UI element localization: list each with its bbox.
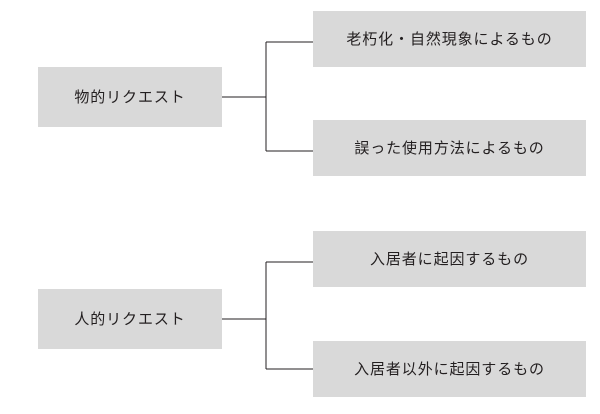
node-leaf-incorrect-usage: 誤った使用方法によるもの bbox=[313, 120, 586, 176]
node-leaf-aging-natural-phenomena: 老朽化・自然現象によるもの bbox=[313, 11, 586, 67]
node-leaf-caused-by-resident: 入居者に起因するもの bbox=[313, 231, 586, 287]
node-leaf-caused-by-non-resident: 入居者以外に起因するもの bbox=[313, 341, 586, 397]
node-root-material-request: 物的リクエスト bbox=[38, 67, 222, 127]
node-root-human-request: 人的リクエスト bbox=[38, 289, 222, 349]
